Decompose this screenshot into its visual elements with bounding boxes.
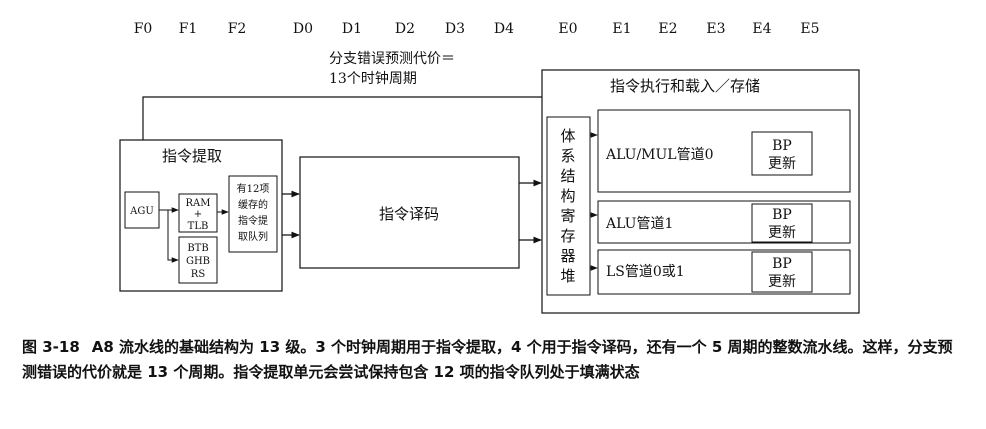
pipe-1-label: ALU管道1: [605, 216, 673, 232]
pipe-1-bp-line1: BP: [772, 207, 792, 223]
register-file-box: [546, 116, 591, 296]
stage-label-e2: E2: [658, 21, 677, 37]
ghb-label: GHB: [186, 256, 210, 267]
stage-label-e0: E0: [558, 21, 577, 37]
plus-label: +: [194, 209, 202, 220]
fetch-queue-line2: 缓存的: [238, 198, 268, 211]
stage-label-e3: E3: [706, 21, 725, 37]
ram-label: RAM: [186, 198, 211, 209]
figure-label: 图 3-18: [22, 338, 80, 356]
btb-label: BTB: [187, 243, 208, 254]
fetch-queue-line4: 取队列: [238, 230, 268, 243]
stage-label-d3: D3: [445, 21, 465, 37]
pipe-2-bp-line2: 更新: [768, 274, 796, 290]
stage-label-e4: E4: [752, 21, 771, 37]
agu-label: AGU: [129, 206, 154, 217]
stage-label-f2: F2: [228, 21, 247, 37]
decode-unit-box: [299, 156, 520, 269]
fetch-queue-box: [228, 175, 278, 253]
decode-unit-title: 指令译码: [379, 205, 439, 223]
pipe-0-bp-box: [751, 131, 813, 176]
stage-label-d2: D2: [395, 21, 415, 37]
fetch-unit-title: 指令提取: [162, 147, 222, 165]
rs-label: RS: [191, 269, 206, 280]
penalty-note: 分支错误预测代价＝ 13个时钟周期: [329, 51, 455, 87]
pipe-2-bp-line1: BP: [772, 256, 792, 272]
fetch-queue-line1: 有12项: [237, 182, 270, 195]
stage-label-d0: D0: [293, 21, 313, 37]
execute-unit: 指令执行和载入／存储 体系结构寄存器堆 ALU/MUL管道0 BP 更新 ALU…: [541, 69, 860, 314]
stage-label-e5: E5: [800, 21, 819, 37]
stage-label-f1: F1: [179, 21, 198, 37]
btb-box: [178, 236, 218, 284]
pipe-2-label: LS管道0或1: [606, 264, 685, 280]
penalty-note-line1: 分支错误预测代价＝: [329, 51, 455, 67]
penalty-note-line2: 13个时钟周期: [329, 70, 417, 87]
register-file-label: 体系结构寄存器堆: [560, 127, 575, 285]
agu-to-btb-arrow: [167, 210, 179, 263]
pipe-2-bp-box: [751, 251, 813, 293]
pipeline-diagram: F0 F1 F2 D0 D1 D2 D3 D4 E0 E1 E2 E3 E4 E…: [119, 21, 860, 314]
pipe-0-bp-line2: 更新: [768, 156, 796, 172]
stage-label-d1: D1: [342, 21, 362, 37]
pipe-1-bp-box: [751, 203, 813, 243]
figure-caption-text: A8 流水线的基础结构为 13 级。3 个时钟周期用于指令提取，4 个用于指令译…: [22, 338, 953, 381]
pipe-0-bp-line1: BP: [772, 138, 792, 154]
decode-unit: 指令译码: [299, 156, 520, 269]
ram-tlb-box: [178, 193, 218, 233]
stage-label-d4: D4: [494, 21, 514, 37]
pipe-1-bp-line2: 更新: [768, 225, 796, 241]
fetch-queue-line3: 指令提: [238, 214, 268, 227]
stage-labels: F0 F1 F2 D0 D1 D2 D3 D4 E0 E1 E2 E3 E4 E…: [134, 21, 820, 37]
agu-box: [124, 191, 160, 229]
fetch-unit: 指令提取 AGU RAM + TLB BTB GHB RS 有12项 缓存的 指…: [119, 139, 283, 292]
stage-label-e1: E1: [612, 21, 631, 37]
execute-unit-title: 指令执行和载入／存储: [610, 77, 760, 95]
tlb-label: TLB: [188, 221, 209, 232]
stage-label-f0: F0: [134, 21, 153, 37]
pipe-0-label: ALU/MUL管道0: [605, 147, 714, 163]
